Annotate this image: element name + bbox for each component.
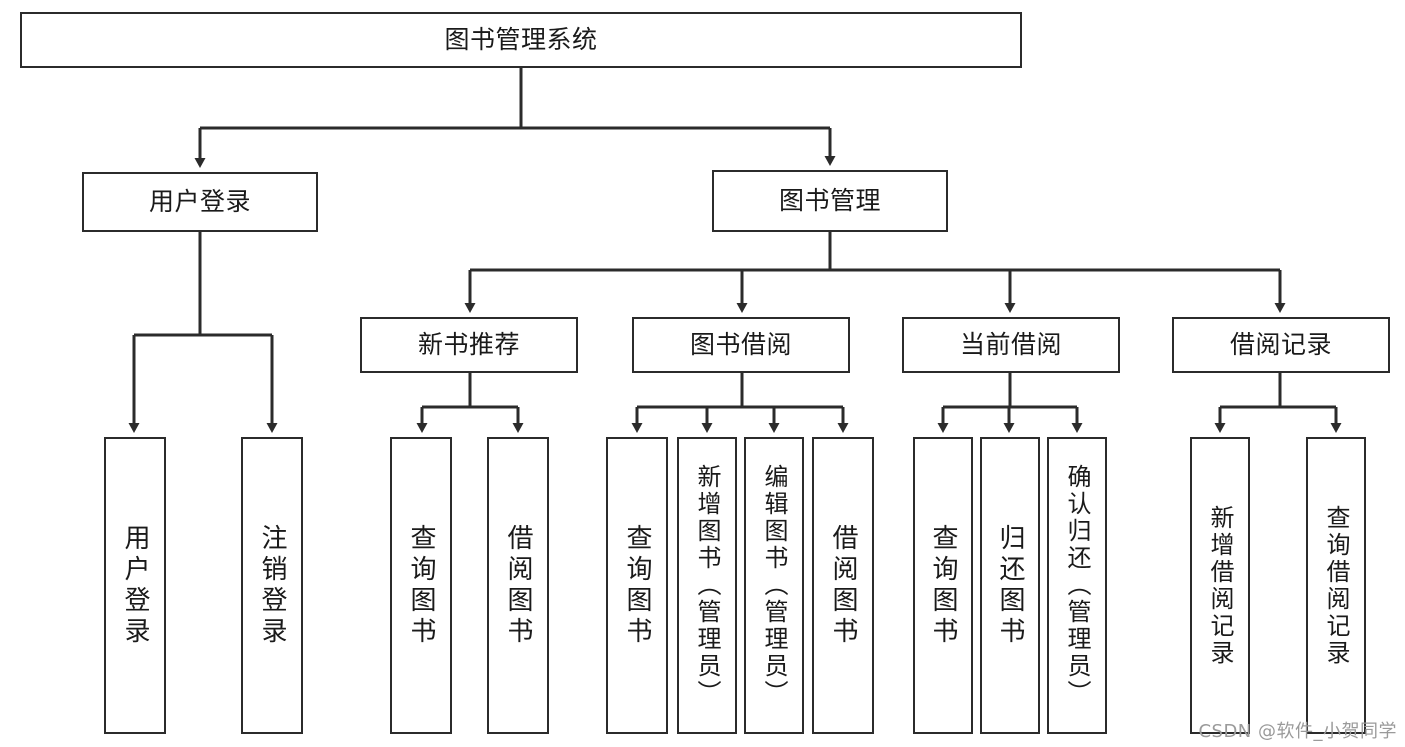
node-query-book-1-label: 查询图书 xyxy=(406,523,436,648)
node-root[interactable]: 图书管理系统 xyxy=(20,12,1022,68)
node-borrow-book-2[interactable]: 借阅图书 xyxy=(812,437,874,734)
node-borrow-book-2-label: 借阅图书 xyxy=(828,523,858,648)
node-borrow-book-1[interactable]: 借阅图书 xyxy=(487,437,549,734)
node-query-borrow-record[interactable]: 查询借阅记录 xyxy=(1306,437,1366,734)
node-current-borrow[interactable]: 当前借阅 xyxy=(902,317,1120,373)
node-edit-book-admin[interactable]: 编辑图书（管理员） xyxy=(744,437,804,734)
node-query-borrow-record-label: 查询借阅记录 xyxy=(1322,504,1350,667)
csdn-watermark: CSDN @软件_小贺同学 xyxy=(1198,721,1397,742)
node-user-login-leaf-label: 用户登录 xyxy=(120,523,150,648)
node-add-borrow-record[interactable]: 新增借阅记录 xyxy=(1190,437,1250,734)
node-query-book-1[interactable]: 查询图书 xyxy=(390,437,452,734)
node-user-login-leaf[interactable]: 用户登录 xyxy=(104,437,166,734)
node-book-borrow-label: 图书借阅 xyxy=(689,330,792,360)
node-confirm-return-admin-label: 确认归还（管理员） xyxy=(1063,464,1091,707)
node-add-book-admin[interactable]: 新增图书（管理员） xyxy=(677,437,737,734)
node-query-book-3[interactable]: 查询图书 xyxy=(913,437,973,734)
node-borrow-record-label: 借阅记录 xyxy=(1229,330,1332,360)
node-user-login-label: 用户登录 xyxy=(148,187,251,217)
node-query-book-2[interactable]: 查询图书 xyxy=(606,437,668,734)
node-return-book-label: 归还图书 xyxy=(995,523,1025,648)
node-query-book-3-label: 查询图书 xyxy=(928,523,958,648)
node-root-label: 图书管理系统 xyxy=(444,25,598,55)
node-current-borrow-label: 当前借阅 xyxy=(959,330,1062,360)
node-confirm-return-admin[interactable]: 确认归还（管理员） xyxy=(1047,437,1107,734)
node-book-manage[interactable]: 图书管理 xyxy=(712,170,948,232)
node-borrow-record[interactable]: 借阅记录 xyxy=(1172,317,1390,373)
node-query-book-2-label: 查询图书 xyxy=(622,523,652,648)
node-borrow-book-1-label: 借阅图书 xyxy=(503,523,533,648)
node-add-borrow-record-label: 新增借阅记录 xyxy=(1206,504,1234,667)
node-logout-leaf[interactable]: 注销登录 xyxy=(241,437,303,734)
node-new-book-recommend[interactable]: 新书推荐 xyxy=(360,317,578,373)
node-edit-book-admin-label: 编辑图书（管理员） xyxy=(760,464,788,707)
node-new-book-recommend-label: 新书推荐 xyxy=(417,330,520,360)
node-user-login[interactable]: 用户登录 xyxy=(82,172,318,232)
node-logout-leaf-label: 注销登录 xyxy=(257,523,287,648)
node-return-book[interactable]: 归还图书 xyxy=(980,437,1040,734)
node-book-manage-label: 图书管理 xyxy=(778,186,881,216)
node-add-book-admin-label: 新增图书（管理员） xyxy=(693,464,721,707)
node-book-borrow[interactable]: 图书借阅 xyxy=(632,317,850,373)
